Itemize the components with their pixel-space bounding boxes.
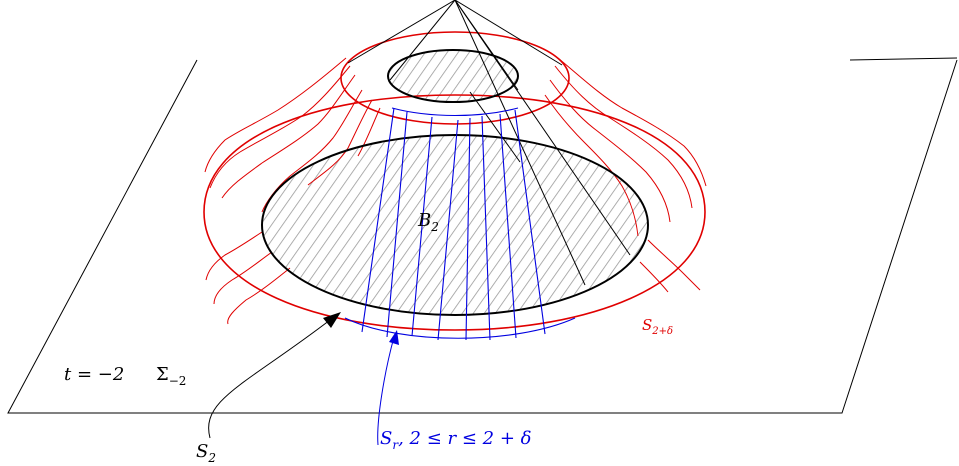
plane-top-edge	[849, 57, 958, 61]
label-sr: Sr, 2 ≤ r ≤ 2 + δ	[380, 428, 531, 452]
label-s2-delta: S2+δ	[642, 316, 673, 337]
arrow-sr	[377, 336, 395, 446]
label-sigma: Σ−2	[156, 364, 186, 388]
red-contour-lines	[204, 57, 707, 325]
label-b2: B2	[417, 210, 439, 234]
top-red-ring	[340, 31, 570, 125]
label-s2: S2	[196, 441, 216, 465]
disk-b2-boundary	[261, 134, 649, 316]
surface-s2-delta	[203, 94, 706, 331]
disk-b2-hatch	[262, 135, 648, 315]
arrow-s2-head	[323, 312, 341, 328]
arrow-sr-head	[389, 330, 399, 345]
plane-outline	[7, 59, 958, 414]
cone-generators	[347, 0, 631, 286]
top-disk-hatch	[388, 50, 518, 102]
label-time: t = −2	[64, 364, 124, 385]
blue-foliation	[344, 107, 576, 341]
top-disk-boundary	[387, 49, 519, 103]
arrow-s2	[208, 319, 331, 439]
